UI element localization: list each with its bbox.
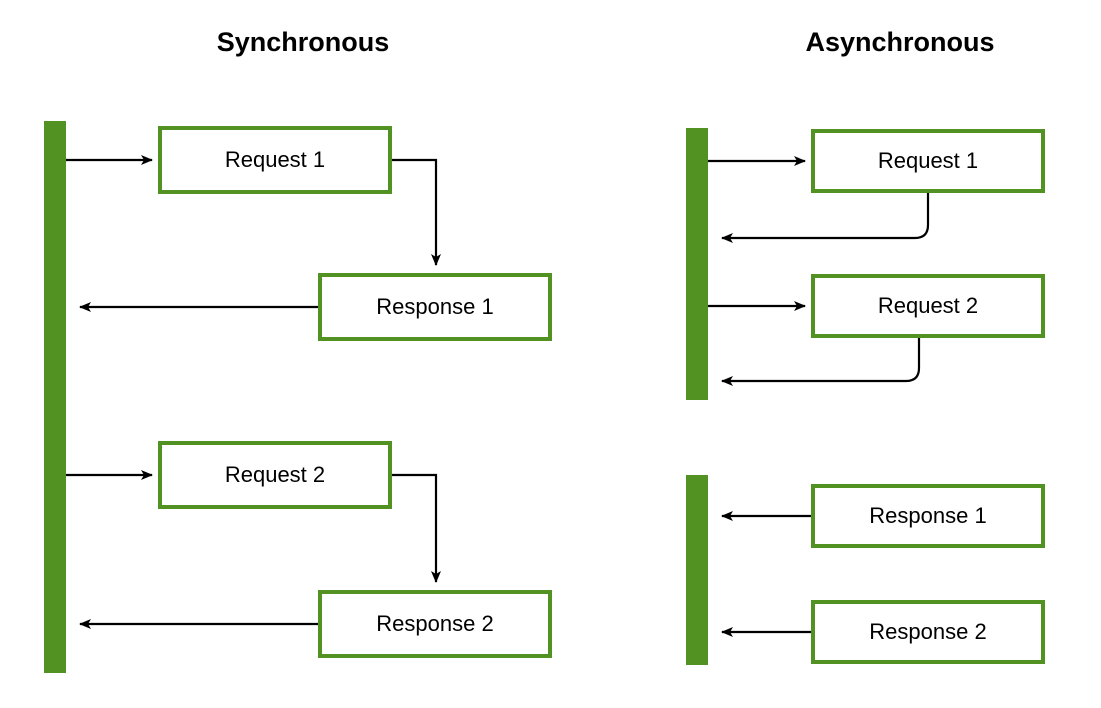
async-conn-request-1-to-lifeline [721,193,930,243]
message-box-label: Response 1 [869,503,987,528]
message-box-label: Request 1 [877,148,979,173]
message-box-sync-request-2[interactable]: Request 2 [158,441,392,509]
lifeline-synchronous [44,121,66,673]
message-box-label: Response 2 [376,611,494,636]
async-conn-request-2-to-lifeline [721,338,921,386]
lifeline-asynchronous-bottom [686,475,708,665]
message-box-label: Request 1 [224,147,326,172]
message-box-label: Request 2 [224,462,326,487]
message-box-sync-response-1[interactable]: Response 1 [318,273,552,341]
sync-conn-request-1-to-response-1 [392,158,441,266]
message-box-sync-request-1[interactable]: Request 1 [158,126,392,194]
panel-title-synchronous: Synchronous [216,27,390,57]
message-box-label: Response 2 [869,619,987,644]
message-box-async-response-2[interactable]: Response 2 [811,600,1045,664]
sync-conn-request-2-to-response-2 [392,473,441,583]
message-box-sync-response-2[interactable]: Response 2 [318,590,552,658]
message-box-label: Response 1 [376,294,494,319]
message-box-label: Request 2 [877,293,979,318]
message-box-async-request-1[interactable]: Request 1 [811,129,1045,193]
message-box-async-response-1[interactable]: Response 1 [811,484,1045,548]
message-box-async-request-2[interactable]: Request 2 [811,274,1045,338]
panel-title-asynchronous: Asynchronous [805,27,995,57]
lifeline-asynchronous-top [686,128,708,400]
